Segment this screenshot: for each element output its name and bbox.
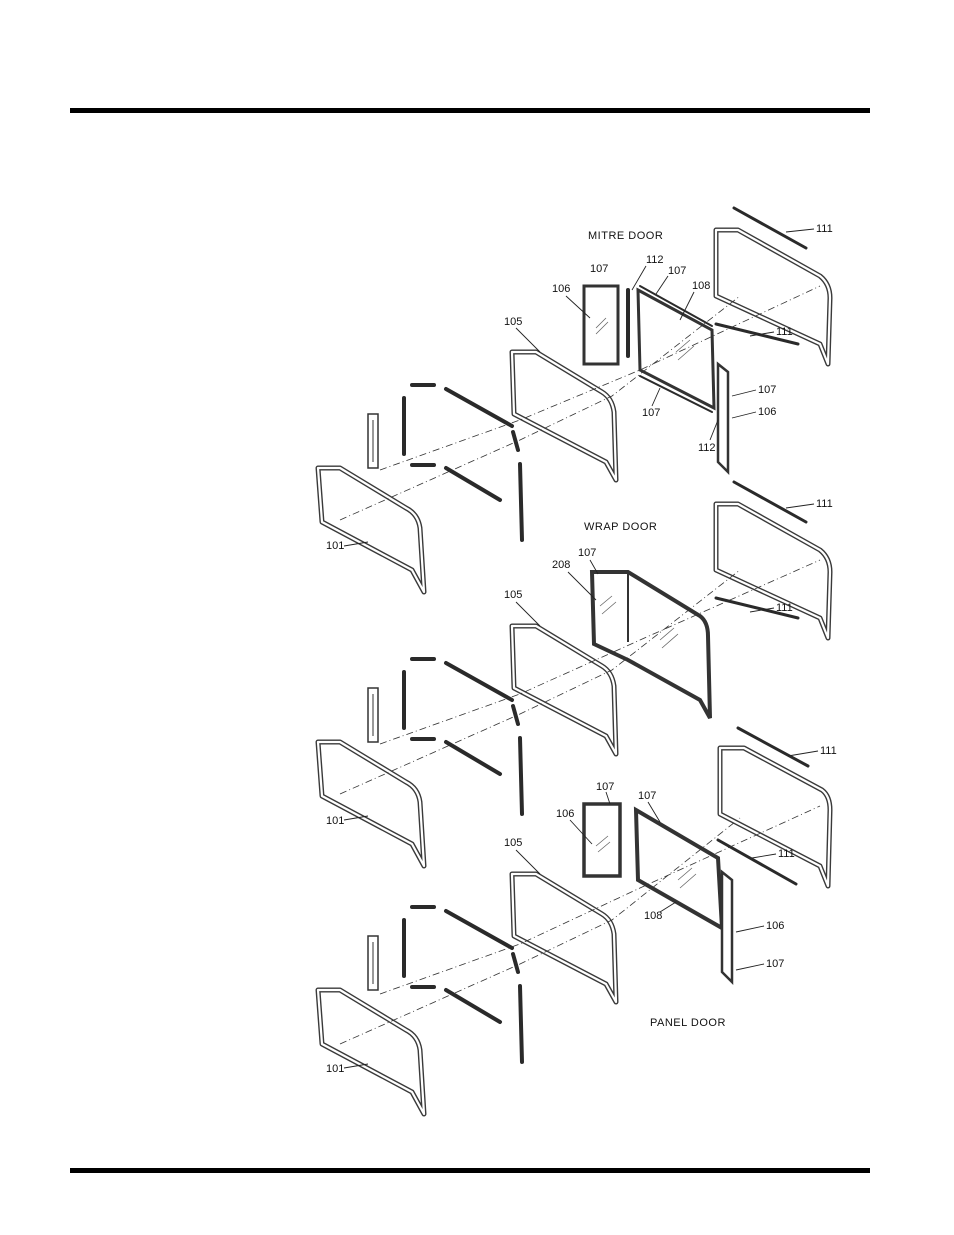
frame-101-mitre <box>318 468 424 592</box>
callout-107-d-mitre: 107 <box>642 407 660 419</box>
callout-101-mitre: 101 <box>326 540 344 552</box>
panel-door-group: PANEL DOOR 111 107 107 106 105 111 108 1… <box>318 726 837 1114</box>
hinge-bars-wrap <box>366 657 524 816</box>
callout-107-c-panel: 107 <box>766 958 784 970</box>
mitre-door-group: MITRE DOOR 111 107 112 107 108 106 105 <box>318 208 833 592</box>
callout-112-a-mitre: 112 <box>646 254 664 266</box>
side-glass-mitre <box>716 361 730 476</box>
callout-111-mid-wrap: 111 <box>776 602 793 614</box>
frame-105-panel <box>512 874 616 1002</box>
callout-111-top-wrap: 111 <box>816 498 833 510</box>
callout-107-c-mitre: 107 <box>758 384 776 396</box>
callout-106-a-mitre: 106 <box>552 283 570 295</box>
wrap-door-group: WRAP DOOR 111 107 208 105 111 101 <box>318 482 833 866</box>
callout-107-wrap: 107 <box>578 547 596 559</box>
callout-106-b-panel: 106 <box>766 920 784 932</box>
bottom-rule <box>70 1168 870 1173</box>
callout-208-wrap: 208 <box>552 559 570 571</box>
frame-101-panel <box>318 990 424 1114</box>
callout-108-panel: 108 <box>644 910 662 922</box>
callout-105-panel: 105 <box>504 837 522 849</box>
glass-106-mitre <box>582 284 620 366</box>
callout-106-a-panel: 106 <box>556 808 574 820</box>
callout-107-a-panel: 107 <box>596 781 614 793</box>
callout-107-b-mitre: 107 <box>668 265 686 277</box>
callout-101-panel: 101 <box>326 1063 344 1075</box>
frame-101-wrap <box>318 742 424 866</box>
frame-105-mitre <box>512 352 616 480</box>
glass-108-mitre <box>636 287 716 411</box>
callout-111-mid-mitre: 111 <box>776 326 793 338</box>
mitre-door-title: MITRE DOOR <box>588 230 663 242</box>
frame-111-wrap <box>716 482 830 638</box>
callout-107-b-panel: 107 <box>638 790 656 802</box>
hinge-bars-panel <box>366 905 524 1064</box>
callout-105-mitre: 105 <box>504 316 522 328</box>
callout-111-top-panel: 111 <box>820 745 837 757</box>
callout-105-wrap: 105 <box>504 589 522 601</box>
frame-111-panel <box>717 745 833 889</box>
hinge-bars-mitre <box>366 383 524 542</box>
panel-door-title: PANEL DOOR <box>650 1017 726 1029</box>
callout-101-wrap: 101 <box>326 815 344 827</box>
side-glass-panel <box>720 869 734 986</box>
callout-111-mid-panel: 111 <box>778 848 795 860</box>
callout-111-top-mitre: 111 <box>816 223 833 235</box>
frame-111-mitre <box>716 208 830 364</box>
callout-108-mitre: 108 <box>692 280 710 292</box>
glass-208-wrap <box>589 570 712 719</box>
glass-106-panel <box>582 802 622 878</box>
callout-107-a-mitre: 107 <box>590 263 608 275</box>
callout-112-b-mitre: 112 <box>698 442 716 454</box>
top-rule <box>70 108 870 113</box>
wrap-door-title: WRAP DOOR <box>584 521 657 533</box>
callout-106-b-mitre: 106 <box>758 406 776 418</box>
